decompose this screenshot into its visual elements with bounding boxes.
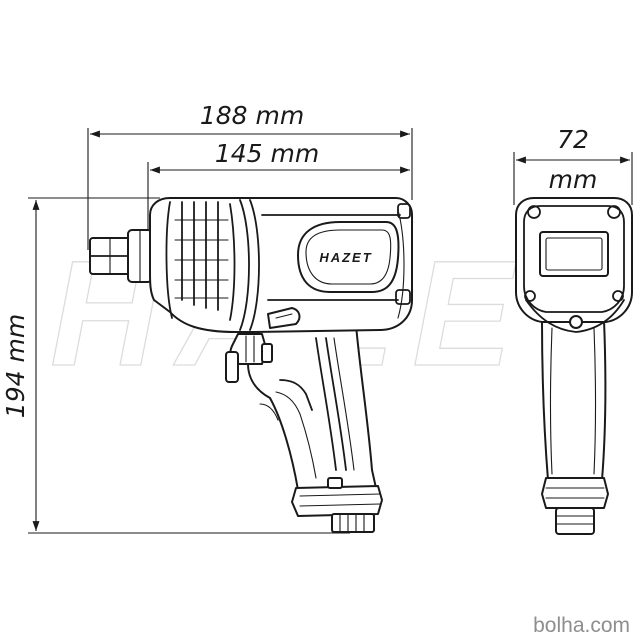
- air-inlet: [291, 477, 383, 533]
- dimension-188: 188 mm: [87, 101, 413, 250]
- dimension-194-label: 194 mm: [1, 314, 30, 418]
- front-air-inlet: [541, 477, 609, 535]
- front-head: [515, 197, 633, 333]
- dimension-145: 145 mm: [147, 139, 410, 230]
- trigger: [225, 333, 273, 383]
- dimension-194: 194 mm: [1, 197, 350, 534]
- dimension-188-label: 188 mm: [200, 101, 304, 130]
- impact-wrench-front-view: [515, 197, 633, 535]
- square-drive: [89, 229, 153, 283]
- site-credit: bolha.com: [533, 614, 630, 637]
- rotation-switch: [267, 307, 301, 329]
- dimension-72-unit: mm: [549, 165, 598, 194]
- impact-wrench-side-view: HAZET: [89, 197, 413, 533]
- dimension-72-value: 72: [557, 125, 589, 154]
- hazet-logo: HAZET: [319, 250, 372, 265]
- grip-handle: [247, 324, 377, 491]
- front-anvil-window: [539, 231, 609, 277]
- dimension-145-label: 145 mm: [215, 139, 319, 168]
- front-handle: [541, 319, 607, 481]
- dimension-72: 72 mm: [513, 125, 633, 205]
- brand-plate: HAZET: [297, 221, 400, 293]
